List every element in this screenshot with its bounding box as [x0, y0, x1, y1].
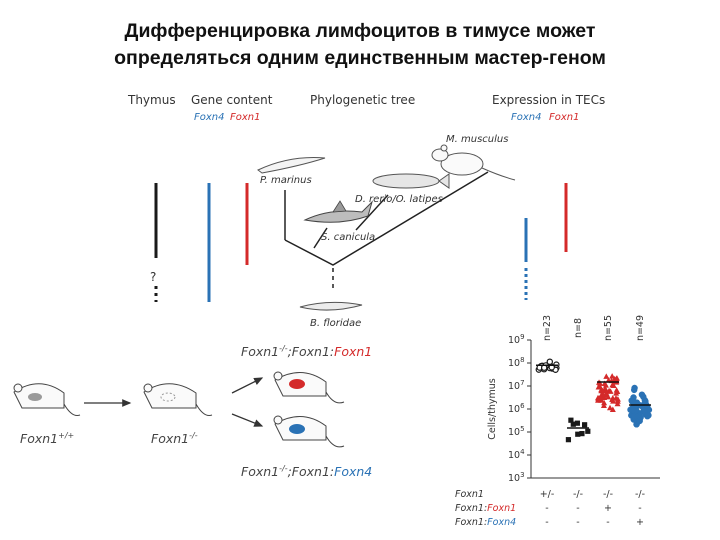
data-point: [614, 388, 621, 395]
group-n-label: n=49: [635, 315, 646, 341]
slide-title: Дифференцировка лимфоцитов в тимусе може…: [0, 18, 720, 72]
label-foxn1-expr: Foxn1: [549, 112, 580, 123]
genotype-table-cell: -: [576, 517, 579, 528]
data-point: [636, 417, 643, 425]
data-point: [582, 422, 588, 428]
y-tick-label: 104: [508, 448, 525, 461]
genotype-table-cell: -: [606, 517, 609, 528]
group-n-label: n=8: [573, 318, 584, 338]
genotype-foxn4-rescue: Foxn1-/-;Foxn1:Foxn4: [241, 464, 372, 479]
y-tick-label: 105: [508, 425, 525, 438]
data-point: [579, 431, 585, 437]
label-foxn1-gene: Foxn1: [230, 112, 261, 123]
genotype-table-cell: +: [636, 517, 644, 528]
header-thymus: Thymus: [127, 93, 176, 107]
genotype-table-cell: -: [576, 503, 579, 514]
data-point: [601, 399, 608, 406]
data-point: [575, 431, 581, 437]
data-point: [614, 396, 621, 402]
data-point: [641, 400, 649, 408]
data-point: [607, 404, 614, 411]
genotype-wildtype: Foxn1+/+: [20, 431, 74, 446]
data-point: [613, 375, 620, 382]
data-point: [599, 387, 606, 394]
chart-y-label: Cells/thymus: [487, 378, 498, 440]
mouse-knockout: [143, 383, 213, 416]
genotype-table-cell: -/-: [573, 489, 583, 500]
y-tick-label: 103: [508, 471, 525, 484]
thymus-unknown-mark: ?: [150, 270, 156, 284]
mouse-foxn4-rescue: [273, 415, 345, 448]
species-shark: S. canicula: [321, 232, 375, 243]
mouse-foxn1-rescue: [273, 371, 345, 404]
genotype-row-label: Foxn1: [455, 489, 484, 500]
data-point: [601, 380, 608, 387]
arrow-to-foxn1-rescue: [231, 377, 264, 394]
data-point: [546, 358, 554, 365]
header-gene-content: Gene content: [191, 93, 273, 107]
data-point: [609, 381, 616, 388]
y-tick-label: 107: [508, 379, 525, 392]
y-tick-label: 106: [508, 402, 525, 415]
genotype-foxn1-rescue: Foxn1-/-;Foxn1:Foxn1: [241, 344, 372, 359]
arrow-to-foxn4-rescue: [231, 413, 264, 427]
data-point: [574, 420, 580, 426]
genotype-table-cell: +/-: [540, 489, 555, 500]
data-point: [629, 398, 636, 405]
group-n-label: n=23: [542, 315, 553, 341]
genotype-table-cell: +: [604, 503, 612, 514]
shark-silhouette: [303, 200, 374, 223]
data-point: [585, 428, 591, 434]
data-point: [607, 388, 614, 394]
fish-silhouette: [372, 173, 450, 189]
species-fish: D. rerio/O. latipes: [355, 194, 443, 205]
data-point: [595, 397, 602, 403]
genotype-table-cell: -: [545, 517, 548, 528]
data-point: [609, 406, 616, 413]
species-lamprey: P. marinus: [260, 175, 312, 186]
genotype-row-label: Foxn1:Foxn1: [455, 503, 516, 514]
data-point: [599, 390, 606, 397]
header-expression: Expression in TECs: [492, 93, 605, 107]
phylogenetic-tree: [284, 171, 489, 292]
genotype-table-cell: -: [545, 503, 548, 514]
data-point: [645, 412, 652, 419]
cells-per-thymus-chart: Cells/thymus 109 108 107 106 105 104 103 n=23 +…: [455, 315, 660, 528]
group-n-label: n=55: [603, 315, 614, 341]
y-tick-label: 108: [508, 356, 525, 369]
genotype-table-cell: -/-: [603, 489, 613, 500]
title-line-2: определяться одним единственным мастер-г…: [114, 47, 606, 69]
genotype-row-label: Foxn1:Foxn4: [455, 517, 516, 528]
data-point: [603, 373, 610, 379]
data-point: [601, 394, 608, 401]
data-point: [614, 400, 621, 407]
label-foxn4-gene: Foxn4: [194, 112, 225, 123]
species-mouse: M. musculus: [446, 134, 508, 145]
lamprey-silhouette: [257, 157, 326, 174]
data-point: [629, 406, 637, 414]
data-point: [568, 417, 574, 423]
data-point: [609, 396, 616, 402]
data-point: [609, 373, 616, 379]
label-foxn4-expr: Foxn4: [511, 112, 542, 123]
data-point: [630, 413, 637, 421]
species-amphioxus: B. floridae: [310, 318, 361, 329]
data-point: [596, 383, 603, 389]
data-point: [638, 391, 646, 398]
data-point: [565, 437, 572, 443]
data-point: [570, 421, 576, 427]
amphioxus-silhouette: [299, 301, 363, 311]
genotype-table-cell: -: [638, 503, 641, 514]
header-phylogenetic-tree: Phylogenetic tree: [310, 93, 415, 107]
genotype-table-cell: -/-: [635, 489, 645, 500]
y-tick-label: 109: [508, 333, 525, 346]
title-line-1: Дифференцировка лимфоцитов в тимусе може…: [124, 20, 596, 42]
mouse-silhouette: [431, 144, 516, 181]
mouse-wildtype: [13, 383, 81, 416]
data-point: [630, 386, 638, 394]
genotype-knockout: Foxn1-/-: [151, 431, 198, 446]
data-point: [640, 406, 648, 414]
